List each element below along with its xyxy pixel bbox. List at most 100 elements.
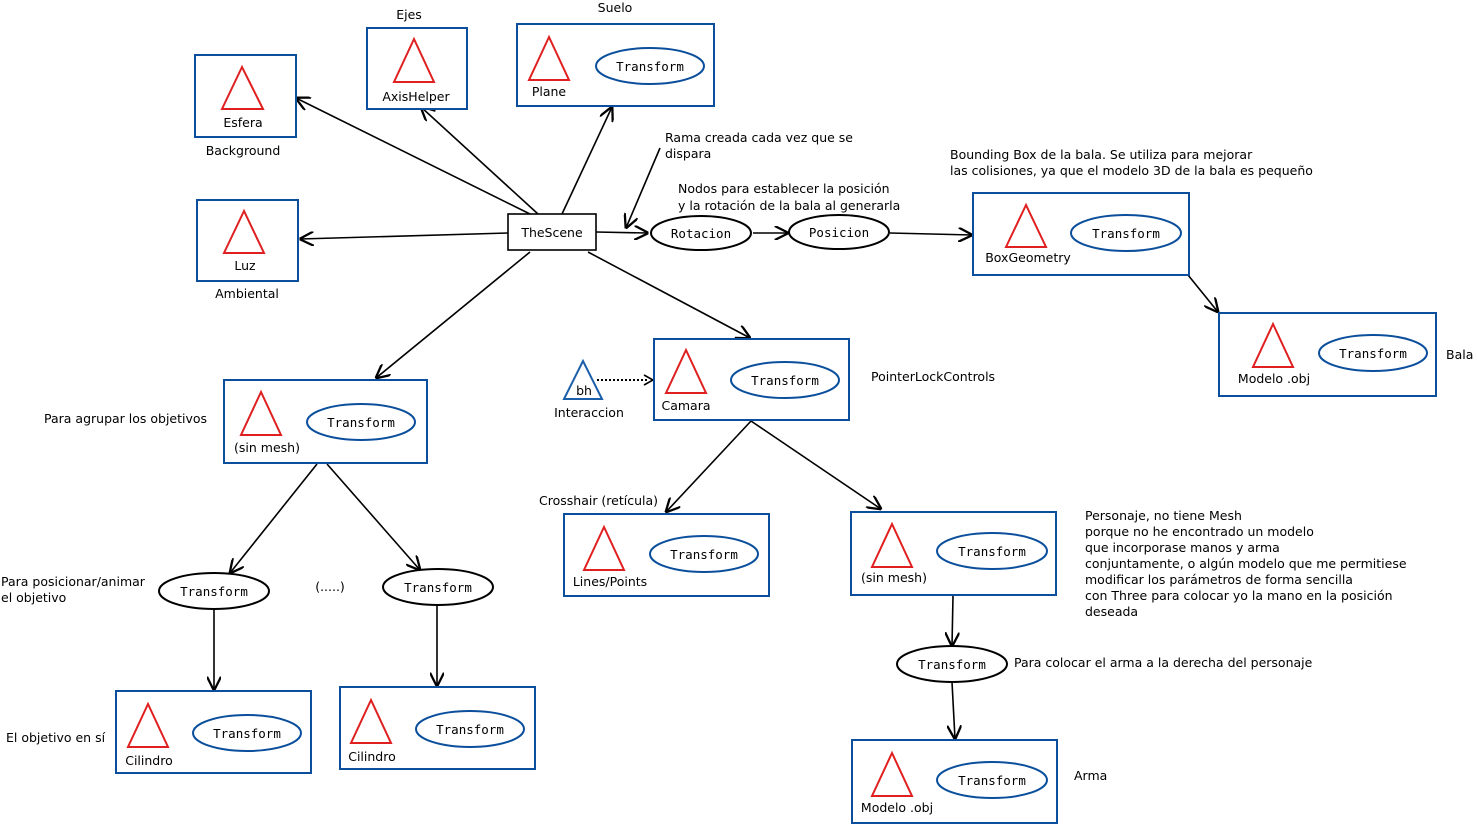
svg-text:las colisiones, ya que el mode: las colisiones, ya que el modelo 3D de l… (950, 163, 1313, 178)
mesh-triangle-icon (239, 389, 283, 436)
svg-text:Personaje, no tiene Mesh: Personaje, no tiene Mesh (1085, 508, 1242, 523)
edge-objetivos-t1 (230, 463, 318, 573)
transform-objetivo-2-node[interactable]: Transform (382, 568, 494, 606)
rotacion-label: Rotacion (671, 226, 731, 241)
boxgeometry-label: BoxGeometry (985, 250, 1071, 265)
svg-text:dispara: dispara (665, 146, 711, 161)
annotation-personaje: Personaje, no tiene Mesh porque no he en… (1085, 508, 1407, 619)
cilindro-1-label: Cilindro (125, 753, 173, 768)
transform-ellipse (1070, 214, 1182, 252)
svg-text:el objetivo: el objetivo (1, 590, 66, 605)
objetivos-transform-label: Transform (327, 415, 395, 430)
camara-caption: PointerLockControls (871, 369, 995, 384)
boxgeometry-node[interactable]: BoxGeometry Transform (972, 192, 1190, 276)
edge-scene-objetivos (376, 251, 531, 378)
edge-scene-ejes (421, 107, 539, 215)
camara-transform-label: Transform (751, 373, 819, 388)
ejes-caption: Ejes (396, 7, 422, 22)
interaccion-caption: Interaccion (554, 405, 624, 420)
svg-text:conjuntamente, o algún modelo: conjuntamente, o algún modelo que me per… (1085, 556, 1407, 571)
cilindro-1-transform-label: Transform (213, 726, 281, 741)
mesh-triangle-icon (1004, 202, 1048, 248)
suelo-node[interactable]: Plane Transform (516, 23, 715, 107)
edge-scene-esfera (296, 98, 531, 215)
boxgeometry-transform-label: Transform (1092, 226, 1160, 241)
transform-arma-node[interactable]: Transform (896, 645, 1008, 683)
annotation-rama: Rama creada cada vez que se dispara (665, 130, 853, 161)
mesh-triangle-icon (220, 64, 265, 110)
svg-text:porque no he encontrado un mod: porque no he encontrado un modelo (1085, 524, 1314, 539)
crosshair-transform-label: Transform (670, 547, 738, 562)
edge-boxgeometry-bala (1187, 274, 1218, 312)
thescene-node[interactable]: TheScene (507, 213, 597, 251)
transform-ellipse (1318, 334, 1428, 372)
ejes-label: AxisHelper (382, 89, 450, 104)
svg-text:Rama creada cada vez que se: Rama creada cada vez que se (665, 130, 853, 145)
annotation-posicionar: Para posicionar/animar el objetivo (1, 574, 146, 605)
thescene-label: TheScene (520, 225, 583, 240)
cilindro-1-node[interactable]: Cilindro Transform (115, 690, 312, 774)
mesh-triangle-icon (349, 697, 393, 744)
bala-transform-label: Transform (1339, 346, 1407, 361)
edge-scene-luz (300, 233, 509, 239)
edge-posicion-boxgeometry (889, 233, 972, 235)
mesh-triangle-icon (870, 521, 914, 568)
luz-node[interactable]: Luz (196, 199, 299, 282)
crosshair-node[interactable]: Lines/Points Transform (563, 513, 770, 597)
transform-ellipse (730, 361, 840, 399)
esfera-label: Esfera (223, 115, 262, 130)
bala-node[interactable]: Modelo .obj Transform (1218, 312, 1437, 397)
arma-transform-label: Transform (958, 773, 1026, 788)
mesh-triangle-icon (126, 701, 170, 748)
personaje-node[interactable]: (sin mesh) Transform (850, 511, 1057, 596)
transform-objetivo-2-label: Transform (404, 580, 472, 595)
personaje-transform-label: Transform (958, 544, 1026, 559)
transform-ellipse (306, 403, 416, 441)
objetivos-node[interactable]: (sin mesh) Transform (223, 379, 428, 464)
transform-objetivo-1-label: Transform (180, 584, 248, 599)
transform-arma-label: Transform (918, 657, 986, 672)
annotation-bounding-box: Bounding Box de la bala. Se utiliza para… (950, 147, 1313, 178)
rotacion-node[interactable]: Rotacion (650, 215, 752, 251)
svg-text:Nodos para establecer la posic: Nodos para establecer la posición (678, 181, 890, 196)
edge-tarma-arma (952, 681, 955, 739)
transform-ellipse (649, 535, 759, 573)
mesh-triangle-icon (664, 347, 708, 394)
personaje-label: (sin mesh) (861, 570, 927, 585)
camara-node[interactable]: Camara Transform (653, 338, 850, 421)
mesh-triangle-icon (222, 208, 266, 254)
transform-ellipse (595, 47, 705, 85)
transform-objetivo-1-node[interactable]: Transform (158, 572, 270, 610)
transform-ellipse (936, 761, 1048, 799)
transform-ellipse (936, 532, 1048, 570)
esfera-caption: Background (206, 143, 281, 158)
arma-node[interactable]: Modelo .obj Transform (851, 739, 1058, 824)
luz-caption: Ambiental (215, 286, 279, 301)
edge-scene-suelo (561, 107, 612, 215)
annotation-objetivo-en-si: El objetivo en sí (6, 730, 106, 745)
ellipsis-text: (.....) (315, 579, 345, 594)
luz-label: Luz (234, 258, 256, 273)
mesh-triangle-icon (582, 524, 626, 571)
posicion-node[interactable]: Posicion (788, 214, 890, 250)
crosshair-label: Lines/Points (573, 574, 647, 589)
cilindro-2-node[interactable]: Cilindro Transform (339, 686, 536, 770)
bala-caption: Bala (1446, 347, 1473, 362)
interaccion-node[interactable]: bh (562, 358, 604, 400)
crosshair-caption: Crosshair (retícula) (539, 493, 658, 508)
cilindro-2-label: Cilindro (348, 749, 396, 764)
edge-scene-rotacion (595, 232, 648, 233)
edges (214, 98, 1218, 739)
esfera-node[interactable]: Esfera (194, 54, 297, 138)
suelo-label: Plane (532, 84, 567, 99)
camara-label: Camara (661, 398, 710, 413)
ejes-node[interactable]: AxisHelper (366, 27, 468, 110)
svg-text:Bounding Box de la bala. Se ut: Bounding Box de la bala. Se utiliza para… (950, 147, 1253, 162)
svg-text:y la rotación de la bala al ge: y la rotación de la bala al generarla (678, 198, 900, 213)
transform-ellipse (415, 710, 525, 748)
edge-objetivos-t2 (326, 463, 420, 570)
posicion-label: Posicion (809, 225, 869, 240)
edge-camara-personaje (750, 420, 881, 509)
annotation-nodos-posicion: Nodos para establecer la posición y la r… (678, 181, 900, 213)
